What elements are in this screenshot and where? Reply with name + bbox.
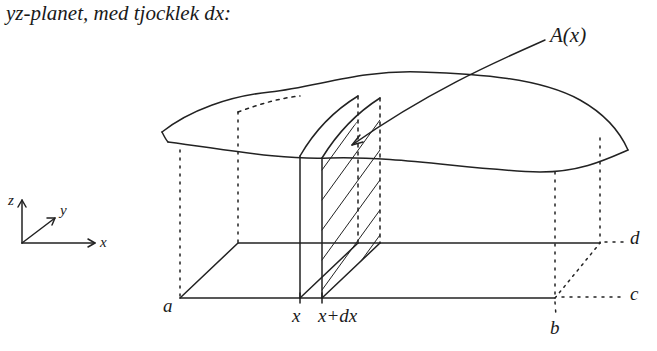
bound-label: c — [630, 284, 638, 305]
axis-label: x — [100, 234, 107, 251]
area-label: A(x) — [550, 24, 586, 47]
bound-label: b — [550, 318, 560, 339]
bound-label: a — [163, 296, 173, 317]
heading-note: yz-planet, med tjocklek dx: — [6, 2, 231, 25]
base-rectangle — [180, 243, 600, 303]
leader-arrow — [352, 135, 363, 145]
guide-dots — [180, 112, 626, 316]
leader-line — [352, 40, 545, 145]
tick-label: x+dx — [318, 306, 357, 327]
hatching — [322, 90, 380, 290]
axis-label: y — [60, 202, 67, 219]
bound-label: d — [630, 228, 640, 249]
axis-label: z — [8, 192, 14, 209]
axes — [18, 200, 95, 247]
slice — [300, 90, 380, 298]
surface — [162, 72, 628, 172]
tick-label: x — [292, 306, 300, 327]
